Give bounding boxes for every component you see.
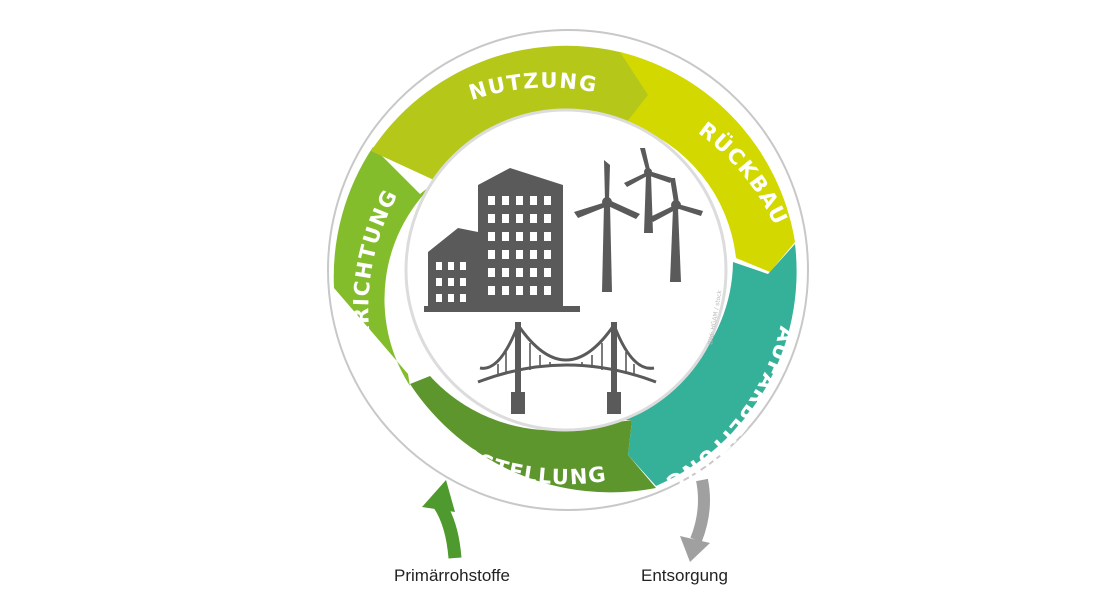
segment-nutzung <box>371 45 650 181</box>
segment-aufarbeitung <box>580 244 797 486</box>
segment-rueckbau <box>620 52 795 272</box>
output-arrow-icon <box>680 478 710 562</box>
primary-raw-materials-label: Primärrohstoffe <box>394 566 510 585</box>
disposal-label: Entsorgung <box>641 566 728 585</box>
input-arrow-icon <box>422 480 462 559</box>
office-buildings-icon <box>424 168 580 312</box>
segment-errichtung <box>333 147 439 386</box>
segment-herstellung <box>410 376 656 493</box>
suspension-bridge-icon <box>477 322 657 414</box>
wind-turbines-icon <box>574 148 703 292</box>
